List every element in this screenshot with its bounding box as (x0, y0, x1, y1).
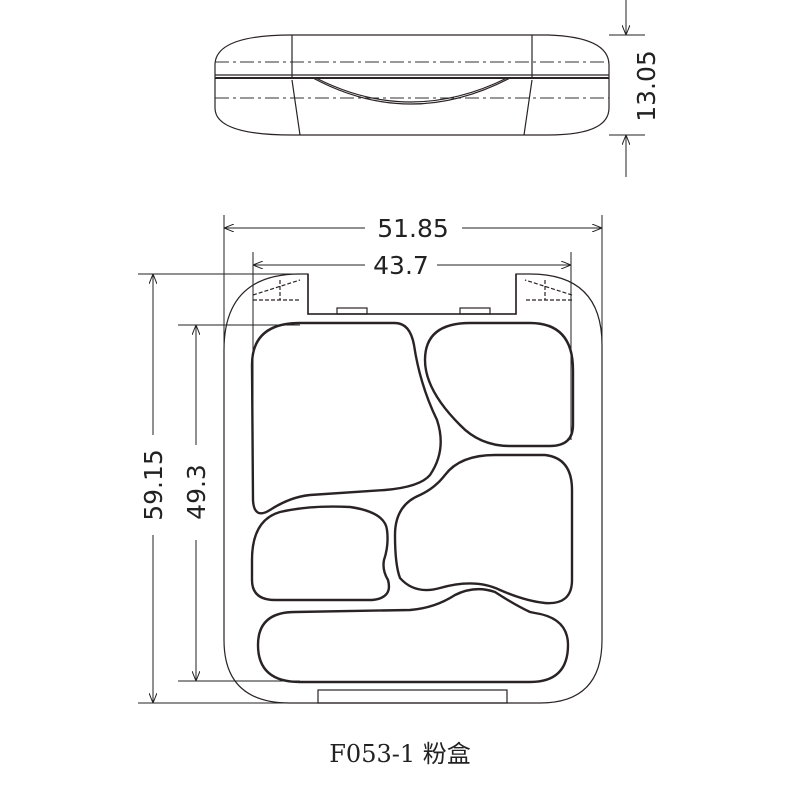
top-view (223, 273, 603, 704)
dimension-inner-width: 43.7 (252, 251, 572, 500)
dimension-inner-height: 49.3 (178, 324, 300, 682)
side-view (214, 34, 610, 136)
inner-width-label: 43.7 (373, 251, 429, 280)
compartment-middle-right (393, 453, 574, 605)
thickness-label: 13.05 (632, 50, 661, 122)
outer-width-label: 51.85 (377, 214, 449, 243)
dimension-outer-height: 59.15 (138, 273, 300, 704)
dimension-outer-width: 51.85 (223, 214, 603, 350)
compartment-top-left (250, 321, 442, 515)
inner-height-label: 49.3 (182, 464, 211, 520)
compartment-top-right (423, 321, 575, 448)
outer-height-label: 59.15 (139, 449, 168, 521)
caption: F053-1 粉盒 (329, 740, 470, 768)
compartment-middle-left (250, 505, 391, 602)
dimension-thickness: 13.05 (609, 0, 661, 177)
compartment-bottom (256, 587, 570, 684)
